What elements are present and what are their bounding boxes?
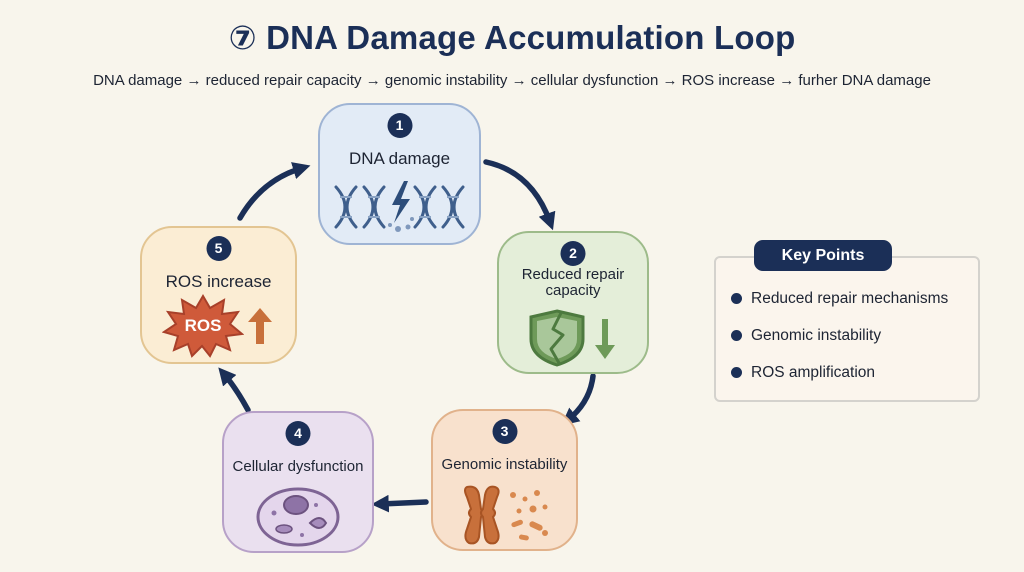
key-point-item: Genomic instability — [731, 326, 881, 346]
arrow-3-to-4 — [371, 494, 429, 513]
step-badge: 4 — [285, 421, 311, 446]
cycle-node-cellular-dysfunction: 4 Cellular dysfunction — [222, 411, 374, 553]
broken-shield-icon — [529, 309, 615, 367]
key-points-title: Key Points — [754, 240, 892, 271]
key-point-text: ROS amplification — [751, 364, 876, 381]
arrow-5-to-1 — [237, 162, 311, 221]
dna-lightning-icon — [334, 181, 465, 232]
bullet-icon — [731, 293, 742, 304]
key-point-item: Reduced repair mechanisms — [731, 289, 948, 309]
cell-icon — [256, 487, 340, 547]
bullet-icon — [731, 330, 742, 341]
cycle-node-reduced-repair: 2 Reduced repair capacity — [497, 231, 649, 374]
bullet-icon — [731, 367, 742, 378]
step-badge: 2 — [560, 241, 586, 266]
ros-burst-text: ROS — [184, 316, 222, 335]
arrow-2-to-3 — [561, 373, 596, 426]
step-badge: 1 — [387, 113, 412, 138]
key-point-text: Reduced repair mechanisms — [751, 290, 949, 307]
node-label: Cellular dysfunction — [232, 458, 364, 475]
page-subtitle: DNA damage → reduced repair capacity → g… — [93, 72, 931, 89]
page-title: ⑦ DNA Damage Accumulation Loop — [228, 19, 796, 56]
cycle-node-ros-increase: 5 ROS increase ROS — [140, 226, 297, 364]
cycle-node-dna-damage: 1 DNA damage — [318, 103, 481, 245]
arrow-1-to-2 — [483, 159, 556, 231]
arrow-up-icon — [248, 308, 272, 344]
ros-burst-icon: ROS — [162, 294, 244, 358]
arrow-4-to-5 — [218, 367, 251, 413]
step-badge: 5 — [206, 236, 231, 261]
node-label: Reduced repair capacity — [521, 266, 625, 299]
node-label: DNA damage — [348, 149, 451, 168]
cycle-node-genomic-instability: 3 Genomic instability — [431, 409, 578, 551]
step-badge: 3 — [492, 419, 517, 444]
node-label: Genomic instability — [441, 456, 568, 473]
chromosome-icon — [464, 485, 548, 545]
node-label: ROS increase — [165, 272, 272, 291]
key-point-text: Genomic instability — [751, 327, 882, 344]
key-point-item: ROS amplification — [731, 363, 875, 383]
